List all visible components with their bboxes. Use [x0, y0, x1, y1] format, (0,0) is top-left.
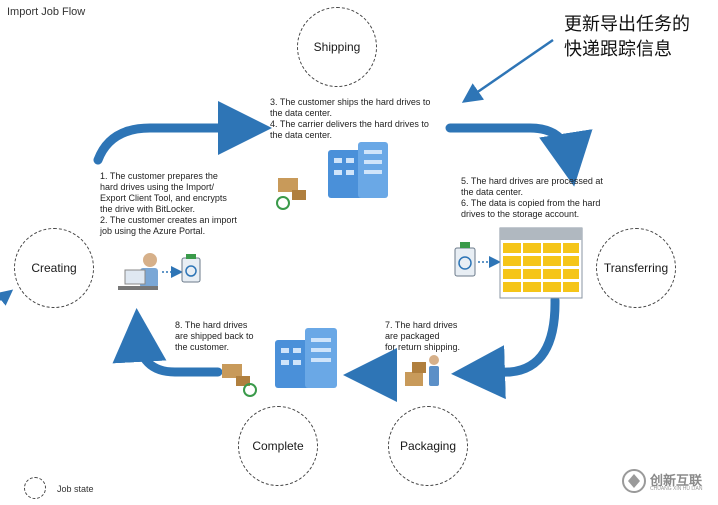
steps-1-2-text: 1. The customer prepares the hard drives…: [100, 171, 237, 236]
packaging-worker-icon: [405, 355, 439, 386]
flow-arrow-creating-to-shipping: [93, 101, 272, 165]
customer-computer-icon: [118, 253, 158, 290]
shipping-boxes-icon: [276, 178, 306, 210]
step-8-text: 8. The hard drives are shipped back to t…: [175, 320, 254, 352]
flow-arrow-shipping-to-transferring: [445, 123, 593, 187]
legend-job-state-label: Job state: [57, 484, 94, 494]
legend-job-state-circle: [24, 477, 46, 499]
state-transferring: Transferring: [596, 228, 676, 308]
storage-table-icon: [499, 227, 583, 299]
annotation-text: 更新导出任务的 快递跟踪信息: [564, 14, 690, 59]
watermark-text: 创新互联: [650, 473, 703, 488]
step-7-text: 7. The hard drives are packaged for retu…: [385, 320, 461, 352]
state-packaging: Packaging: [388, 406, 468, 486]
state-creating: Creating: [14, 228, 94, 308]
diagram-title: Import Job Flow: [7, 6, 86, 18]
flow-arrow-complete-to-creating: [112, 308, 223, 377]
watermark-subtext: CHUANG XIN HU LIAN: [650, 486, 703, 492]
annotation-pointer-arrow: [461, 38, 554, 103]
steps-3-4-text: 3. The customer ships the hard drives to…: [270, 97, 431, 140]
watermark-logo: [622, 469, 646, 493]
steps-5-6-text: 5. The hard drives are processed at the …: [461, 176, 603, 219]
flow-arrow-transferring-to-packaging: [451, 295, 560, 400]
complete-building-icon: [275, 328, 337, 388]
state-complete: Complete: [238, 406, 318, 486]
creating-drive-icon: [181, 254, 201, 283]
shipping-building-icon: [328, 142, 388, 198]
complete-boxes-icon: [222, 364, 257, 397]
transfer-drive-icon: [454, 242, 476, 277]
flow-arrow-entry: [0, 289, 14, 306]
state-shipping: Shipping: [297, 7, 377, 87]
